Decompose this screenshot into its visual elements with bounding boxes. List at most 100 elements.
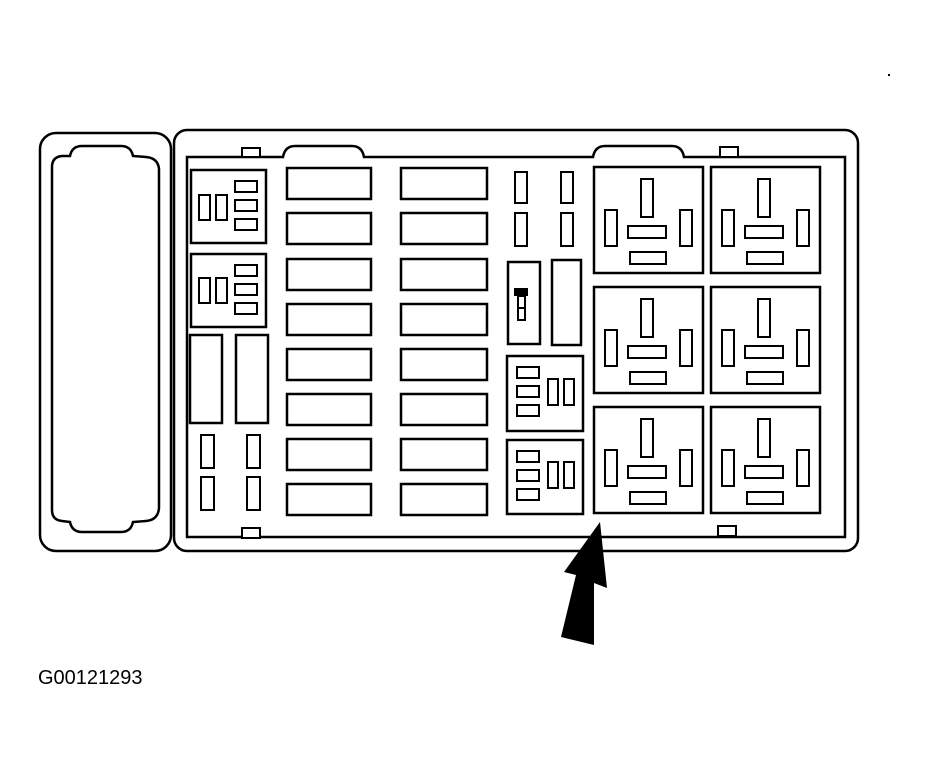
relay-pin — [744, 465, 784, 479]
cartridge-fuse — [550, 258, 583, 347]
relay-terminal — [198, 277, 211, 304]
relay-pin — [757, 298, 771, 338]
relay-pin — [640, 418, 654, 458]
relay-terminal — [547, 461, 559, 489]
relay-pin — [604, 209, 618, 247]
relay-pin — [627, 345, 667, 359]
relay-terminal — [516, 488, 540, 501]
relay-terminal — [516, 404, 540, 417]
relay-pin — [627, 225, 667, 239]
cover-inner-outline — [50, 144, 161, 534]
relay-pin — [796, 329, 810, 367]
relay-pin — [627, 465, 667, 479]
fuse-slot — [285, 257, 373, 292]
fuse-column-2 — [399, 166, 489, 517]
fuse-slot — [285, 166, 373, 201]
relay-pin — [757, 178, 771, 218]
mini-fuse — [246, 476, 261, 511]
fuse-slot — [285, 392, 373, 427]
relay-pin — [679, 329, 693, 367]
fuse-slot — [399, 211, 489, 246]
relay-terminal — [234, 264, 258, 277]
relay-terminal — [516, 450, 540, 463]
diode-clip — [514, 288, 528, 296]
fuse-slot — [399, 482, 489, 517]
fuse-slot — [399, 257, 489, 292]
fuse-slot — [285, 347, 373, 382]
relay-socket — [592, 405, 705, 515]
relay-socket — [592, 165, 705, 275]
relay-terminal — [516, 366, 540, 379]
relay-pin — [746, 491, 784, 505]
mini-fuse — [560, 212, 574, 247]
relay-pin — [604, 449, 618, 487]
relay-pin — [640, 298, 654, 338]
mini-fuse — [200, 476, 215, 511]
fuse-column-1 — [285, 166, 373, 517]
fuse-slot — [285, 211, 373, 246]
fuse-slot — [399, 302, 489, 337]
relay-pin — [629, 491, 667, 505]
figure-id-caption: G00121293 — [38, 667, 143, 689]
relay-terminal — [215, 277, 228, 304]
fuse-slot — [399, 392, 489, 427]
relay-terminal — [234, 283, 258, 296]
relay-pin — [679, 209, 693, 247]
mini-fuse — [514, 171, 528, 204]
fuse-slot — [285, 437, 373, 472]
latch-tab — [719, 146, 739, 158]
fuse-slot — [285, 302, 373, 337]
relay-pin — [679, 449, 693, 487]
relay-terminal — [563, 378, 575, 406]
relay-pin — [746, 251, 784, 265]
fuse-slot — [399, 347, 489, 382]
relay-pin — [757, 418, 771, 458]
mini-fuse — [514, 212, 528, 247]
fuse-slot — [399, 166, 489, 201]
relay-pin — [744, 225, 784, 239]
mini-fuse — [200, 434, 215, 469]
mini-relay-block — [505, 438, 585, 516]
diode-module — [506, 260, 542, 346]
indicator-arrow — [561, 522, 607, 645]
relay-pin — [721, 209, 735, 247]
relay-terminal — [215, 194, 228, 221]
mini-fuse — [560, 171, 574, 204]
relay-terminal — [547, 378, 559, 406]
latch-tab — [241, 147, 261, 158]
relay-socket — [709, 405, 822, 515]
speck — [888, 74, 890, 76]
relay-socket — [592, 285, 705, 395]
relay-pin — [604, 329, 618, 367]
relay-terminal — [516, 385, 540, 398]
relay-terminal — [563, 461, 575, 489]
latch-tab — [241, 527, 261, 539]
mini-relay-block — [189, 168, 268, 245]
relay-pin — [746, 371, 784, 385]
relay-pin — [721, 329, 735, 367]
mini-relay-block — [505, 354, 585, 433]
relay-socket — [709, 165, 822, 275]
mini-fuse — [246, 434, 261, 469]
relay-terminal — [516, 469, 540, 482]
fuse-box-cover — [38, 131, 173, 553]
cartridge-fuse — [234, 333, 270, 425]
relay-terminal — [234, 199, 258, 212]
relay-pin — [721, 449, 735, 487]
relay-pin — [629, 371, 667, 385]
relay-socket — [709, 285, 822, 395]
relay-pin — [640, 178, 654, 218]
fuse-slot — [399, 437, 489, 472]
relay-pin — [796, 449, 810, 487]
relay-pin — [744, 345, 784, 359]
relay-terminal — [198, 194, 211, 221]
relay-pin — [629, 251, 667, 265]
relay-terminal — [234, 218, 258, 231]
relay-grid — [592, 165, 822, 515]
relay-terminal — [234, 180, 258, 193]
latch-tab — [717, 525, 737, 537]
relay-pin — [796, 209, 810, 247]
fuse-slot — [285, 482, 373, 517]
mini-relay-block — [189, 252, 268, 329]
